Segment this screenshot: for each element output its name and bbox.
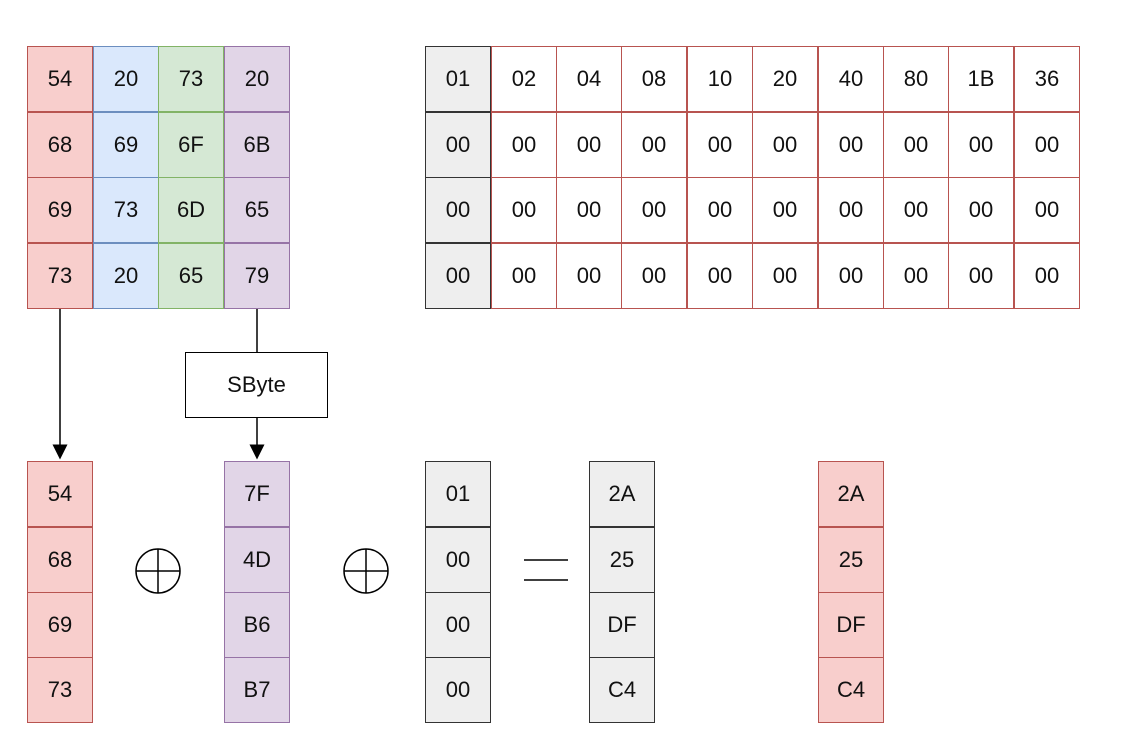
rcon-cell: 04 [556, 46, 622, 112]
result-cell: C4 [589, 657, 655, 723]
substituted-cell: 7F [224, 461, 290, 527]
rcon-cell: 00 [818, 177, 884, 243]
rcon-cell: 00 [818, 112, 884, 178]
rcon-col-cell: 00 [425, 657, 491, 723]
rcon-cell: 00 [948, 177, 1014, 243]
substituted-cell: 4D [224, 527, 290, 593]
rcon-cell: 00 [883, 112, 949, 178]
rcon-cell: 00 [1014, 112, 1080, 178]
rcon-cell: 00 [752, 112, 818, 178]
rcon-cell: 20 [752, 46, 818, 112]
state-cell: 65 [224, 177, 290, 243]
state-cell: 6D [158, 177, 224, 243]
rcon-cell: 00 [948, 243, 1014, 309]
state-cell: 73 [27, 243, 93, 309]
rcon-col-cell: 00 [425, 527, 491, 593]
result-cell: 25 [589, 527, 655, 593]
word-cell: 69 [27, 592, 93, 658]
rcon-cell: 00 [1014, 177, 1080, 243]
rcon-cell: 36 [1014, 46, 1080, 112]
rcon-cell: 00 [425, 243, 491, 309]
rcon-cell: 00 [621, 112, 687, 178]
word-cell: 73 [27, 657, 93, 723]
result-cell: 2A [589, 461, 655, 527]
rcon-cell: 00 [491, 112, 557, 178]
substituted-cell: B6 [224, 592, 290, 658]
rcon-cell: 00 [687, 177, 753, 243]
rcon-cell: 00 [687, 112, 753, 178]
state-cell: 6B [224, 112, 290, 178]
rcon-cell: 80 [883, 46, 949, 112]
rcon-cell: 00 [883, 243, 949, 309]
rcon-cell: 00 [883, 177, 949, 243]
rcon-cell: 00 [1014, 243, 1080, 309]
result-copy-cell: 25 [818, 527, 884, 593]
rcon-cell: 02 [491, 46, 557, 112]
state-cell: 65 [158, 243, 224, 309]
rcon-cell: 01 [425, 46, 491, 112]
rcon-cell: 00 [752, 243, 818, 309]
result-copy-cell: C4 [818, 657, 884, 723]
rcon-cell: 40 [818, 46, 884, 112]
rcon-cell: 00 [948, 112, 1014, 178]
substituted-cell: B7 [224, 657, 290, 723]
result-copy-cell: 2A [818, 461, 884, 527]
rcon-cell: 00 [621, 177, 687, 243]
word-cell: 54 [27, 461, 93, 527]
xor-operator-2 [343, 548, 389, 594]
state-cell: 54 [27, 46, 93, 112]
rcon-cell: 00 [425, 177, 491, 243]
state-cell: 20 [93, 46, 159, 112]
state-cell: 68 [27, 112, 93, 178]
rcon-col-cell: 00 [425, 592, 491, 658]
state-cell: 79 [224, 243, 290, 309]
result-cell: DF [589, 592, 655, 658]
state-cell: 73 [158, 46, 224, 112]
rcon-cell: 08 [621, 46, 687, 112]
rcon-cell: 1B [948, 46, 1014, 112]
state-cell: 69 [93, 112, 159, 178]
sbyte-box: SByte [185, 352, 328, 418]
rcon-cell: 00 [687, 243, 753, 309]
result-copy-cell: DF [818, 592, 884, 658]
equals-operator [524, 559, 568, 581]
rcon-cell: 00 [491, 177, 557, 243]
rcon-cell: 00 [556, 112, 622, 178]
state-cell: 20 [93, 243, 159, 309]
rcon-cell: 00 [818, 243, 884, 309]
state-cell: 20 [224, 46, 290, 112]
state-cell: 73 [93, 177, 159, 243]
rcon-cell: 00 [556, 177, 622, 243]
rcon-cell: 00 [491, 243, 557, 309]
rcon-col-cell: 01 [425, 461, 491, 527]
rcon-cell: 00 [752, 177, 818, 243]
state-cell: 6F [158, 112, 224, 178]
rcon-cell: 00 [556, 243, 622, 309]
rcon-cell: 00 [425, 112, 491, 178]
xor-operator-1 [135, 548, 181, 594]
state-cell: 69 [27, 177, 93, 243]
rcon-cell: 10 [687, 46, 753, 112]
rcon-cell: 00 [621, 243, 687, 309]
word-cell: 68 [27, 527, 93, 593]
